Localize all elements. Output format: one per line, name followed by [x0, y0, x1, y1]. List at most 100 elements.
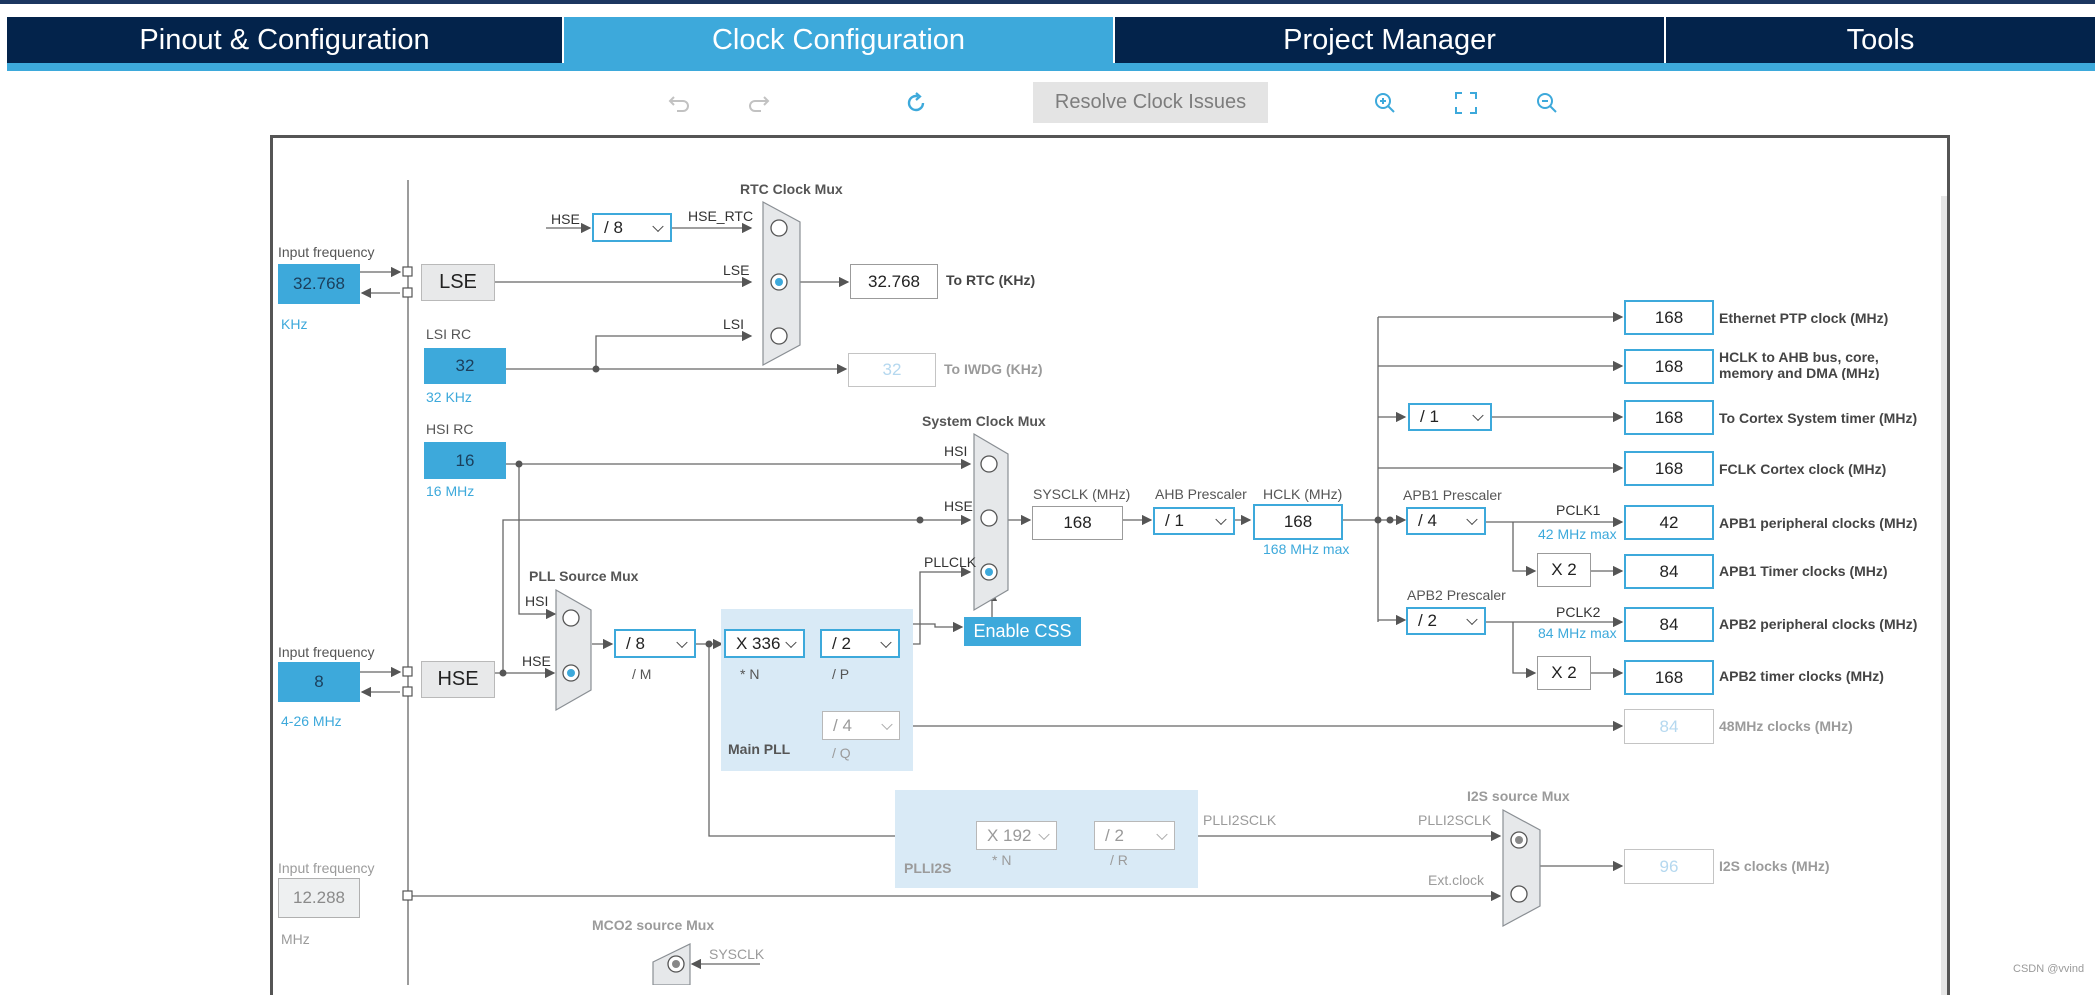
plli2sclk-label: PLLI2SCLK [1203, 812, 1277, 828]
ahb-prescaler-select[interactable]: / 1 [1153, 507, 1235, 535]
tab-project-manager[interactable]: Project Manager [1113, 17, 1664, 63]
lsi-value: 32 [424, 348, 506, 384]
top-strip [0, 0, 2095, 4]
pll-source-mux-title: PLL Source Mux [529, 568, 639, 584]
hse-block: HSE [421, 661, 495, 698]
hsi-value: 16 [424, 442, 506, 479]
hsi-label: HSI RC [426, 421, 474, 437]
hclk-label: HCLK (MHz) [1263, 486, 1343, 502]
hclk-ahb-label: HCLK to AHB bus, core, [1719, 349, 1879, 365]
hse-unit: 4-26 MHz [281, 713, 342, 729]
plli2s-r-label: / R [1110, 852, 1128, 868]
plli2s-n-label: * N [992, 852, 1012, 868]
iwdg-output-label: To IWDG (KHz) [944, 361, 1043, 377]
hse-rtc-label: HSE_RTC [688, 208, 754, 224]
apb2-max-label: 84 MHz max [1538, 625, 1617, 641]
rtc-output-label: To RTC (KHz) [946, 272, 1036, 288]
rtc-mux-title: RTC Clock Mux [740, 181, 843, 197]
cortex-timer-output[interactable]: 168 [1624, 400, 1714, 435]
i2s-source-mux-title: I2S source Mux [1467, 788, 1570, 804]
pclk1-label: PCLK1 [1556, 502, 1601, 518]
sysclk-label: SYSCLK (MHz) [1033, 486, 1131, 502]
apb1-peripheral-output[interactable]: 42 [1624, 505, 1714, 540]
undo-icon[interactable] [664, 88, 694, 118]
enable-css-button[interactable]: Enable CSS [964, 617, 1081, 646]
pll-m-divider-select[interactable]: / 8 [614, 629, 696, 658]
plli2s-r-divider-select[interactable]: / 2 [1094, 821, 1175, 850]
apb2-peripheral-output[interactable]: 84 [1624, 607, 1714, 642]
rtc-mux-hse-radio [770, 219, 788, 237]
rtc-hse-divider-select[interactable]: / 8 [592, 213, 672, 242]
tab-underline [7, 63, 2095, 71]
lsi-unit: 32 KHz [426, 389, 472, 405]
fit-screen-icon[interactable] [1451, 88, 1481, 118]
pll-p-label: / P [832, 666, 850, 682]
sys-mux-hse-label: HSE [944, 498, 973, 514]
hclk-ahb-output[interactable]: 168 [1624, 349, 1714, 384]
rtc-output-value[interactable]: 32.768 [850, 264, 938, 299]
usb-48mhz-output[interactable]: 84 [1624, 709, 1714, 744]
ethernet-ptp-output[interactable]: 168 [1624, 300, 1714, 335]
i2s-clock-output[interactable]: 96 [1624, 849, 1714, 884]
sys-mux-pllclk-label: PLLCLK [924, 554, 977, 570]
apb2-prescaler-label: APB2 Prescaler [1407, 587, 1506, 603]
i2s-mux-ext-label: Ext.clock [1428, 872, 1485, 888]
pclk2-label: PCLK2 [1556, 604, 1601, 620]
i2s-clock-label: I2S clocks (MHz) [1719, 858, 1830, 874]
main-tab-bar: Pinout & Configuration Clock Configurati… [7, 17, 2095, 63]
hclk-max-label: 168 MHz max [1263, 541, 1350, 557]
apb1-timer-output[interactable]: 84 [1624, 554, 1714, 589]
pll-m-label: / M [632, 666, 652, 682]
pll-n-label: * N [740, 666, 760, 682]
apb2-timer-x2: X 2 [1537, 656, 1591, 690]
ext-input-field[interactable]: 12.288 [278, 878, 360, 918]
rtc-lsi-label: LSI [723, 316, 745, 332]
apb1-peripheral-label: APB1 peripheral clocks (MHz) [1719, 515, 1918, 531]
lsi-label: LSI RC [426, 326, 472, 342]
refresh-icon[interactable] [901, 88, 931, 118]
cortex-timer-label: To Cortex System timer (MHz) [1719, 410, 1918, 426]
iwdg-output-value[interactable]: 32 [848, 353, 936, 387]
hse-input-label: Input frequency [278, 644, 375, 660]
rtc-hse-label: HSE [551, 211, 580, 227]
fclk-output[interactable]: 168 [1624, 451, 1714, 486]
tab-pinout-configuration[interactable]: Pinout & Configuration [139, 23, 430, 56]
watermark: CSDN @vvind [2013, 963, 2085, 975]
hsi-unit: 16 MHz [426, 483, 475, 499]
vertical-scrollbar[interactable] [1941, 196, 1947, 995]
apb2-timer-output[interactable]: 168 [1624, 660, 1714, 695]
plli2s-title: PLLI2S [904, 860, 952, 876]
apb1-prescaler-label: APB1 Prescaler [1403, 487, 1502, 503]
zoom-out-icon[interactable] [1532, 88, 1562, 118]
pll-q-divider-select[interactable]: / 4 [822, 711, 900, 740]
apb2-prescaler-select[interactable]: / 2 [1406, 607, 1486, 635]
system-clock-mux-title: System Clock Mux [922, 413, 1046, 429]
pll-src-hse-label: HSE [522, 653, 551, 669]
redo-icon[interactable] [744, 88, 774, 118]
ethernet-ptp-label: Ethernet PTP clock (MHz) [1719, 310, 1889, 326]
tab-tools[interactable]: Tools [1664, 17, 2095, 63]
pll-p-divider-select[interactable]: / 2 [820, 629, 900, 658]
lse-unit: KHz [281, 316, 308, 332]
sysclk-value[interactable]: 168 [1032, 506, 1123, 540]
cortex-timer-divider-select[interactable]: / 1 [1408, 403, 1492, 431]
hclk-value[interactable]: 168 [1253, 504, 1343, 540]
usb-48mhz-label: 48MHz clocks (MHz) [1719, 718, 1853, 734]
ext-unit: MHz [281, 931, 310, 947]
pll-n-multiplier-select[interactable]: X 336 [724, 629, 805, 658]
apb1-max-label: 42 MHz max [1538, 526, 1617, 542]
ahb-prescaler-label: AHB Prescaler [1155, 486, 1247, 502]
apb2-peripheral-label: APB2 peripheral clocks (MHz) [1719, 616, 1918, 632]
lse-input-field[interactable]: 32.768 [278, 264, 360, 304]
hclk-ahb-label-wrap: HCLK to AHB bus, core, memory and DMA (M… [1719, 349, 1880, 380]
lse-input-label: Input frequency [278, 244, 375, 260]
zoom-in-icon[interactable] [1370, 88, 1400, 118]
resolve-clock-issues-button[interactable]: Resolve Clock Issues [1033, 82, 1268, 123]
apb2-timer-label: APB2 timer clocks (MHz) [1719, 668, 1884, 684]
tab-clock-configuration[interactable]: Clock Configuration [562, 17, 1113, 63]
hse-input-field[interactable]: 8 [278, 662, 360, 702]
fclk-label: FCLK Cortex clock (MHz) [1719, 461, 1887, 477]
apb1-prescaler-select[interactable]: / 4 [1406, 507, 1486, 535]
plli2s-n-multiplier-select[interactable]: X 192 [976, 821, 1057, 850]
